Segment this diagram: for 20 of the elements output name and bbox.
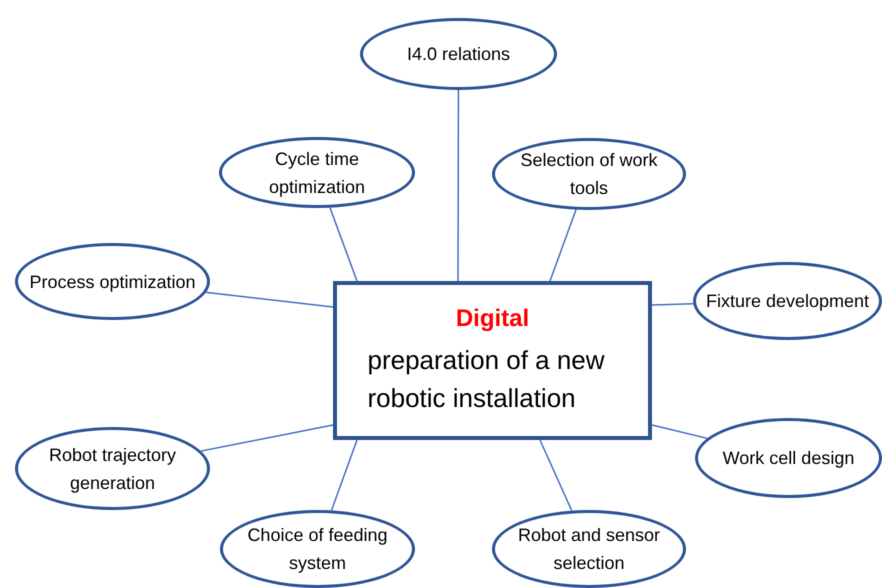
- connector-line: [549, 209, 577, 282]
- topic-label: Robot and sensor selection: [516, 524, 662, 575]
- connector-line: [330, 440, 358, 511]
- box-text: preparation of a new robotic installation: [366, 344, 606, 414]
- connector-line: [539, 440, 572, 511]
- topic-label: Selection of work tools: [519, 149, 659, 200]
- heading: Digital: [456, 304, 530, 332]
- connector-line: [457, 90, 460, 281]
- connector-line: [200, 424, 334, 452]
- topic-label: Work cell design: [722, 447, 854, 470]
- connector-line: [329, 207, 358, 282]
- connector-line: [652, 303, 694, 306]
- topic-label: I4.0 relations: [406, 43, 510, 66]
- topic-label: Process optimization: [29, 270, 196, 294]
- topic-label: Choice of feeding system: [246, 524, 389, 575]
- connector-line: [652, 424, 708, 440]
- topic-label: Cycle time optimization: [268, 148, 366, 199]
- topic-label: Robot trajectory generation: [48, 444, 178, 495]
- topic-label: Fixture development: [706, 290, 870, 313]
- center-box: [333, 281, 652, 440]
